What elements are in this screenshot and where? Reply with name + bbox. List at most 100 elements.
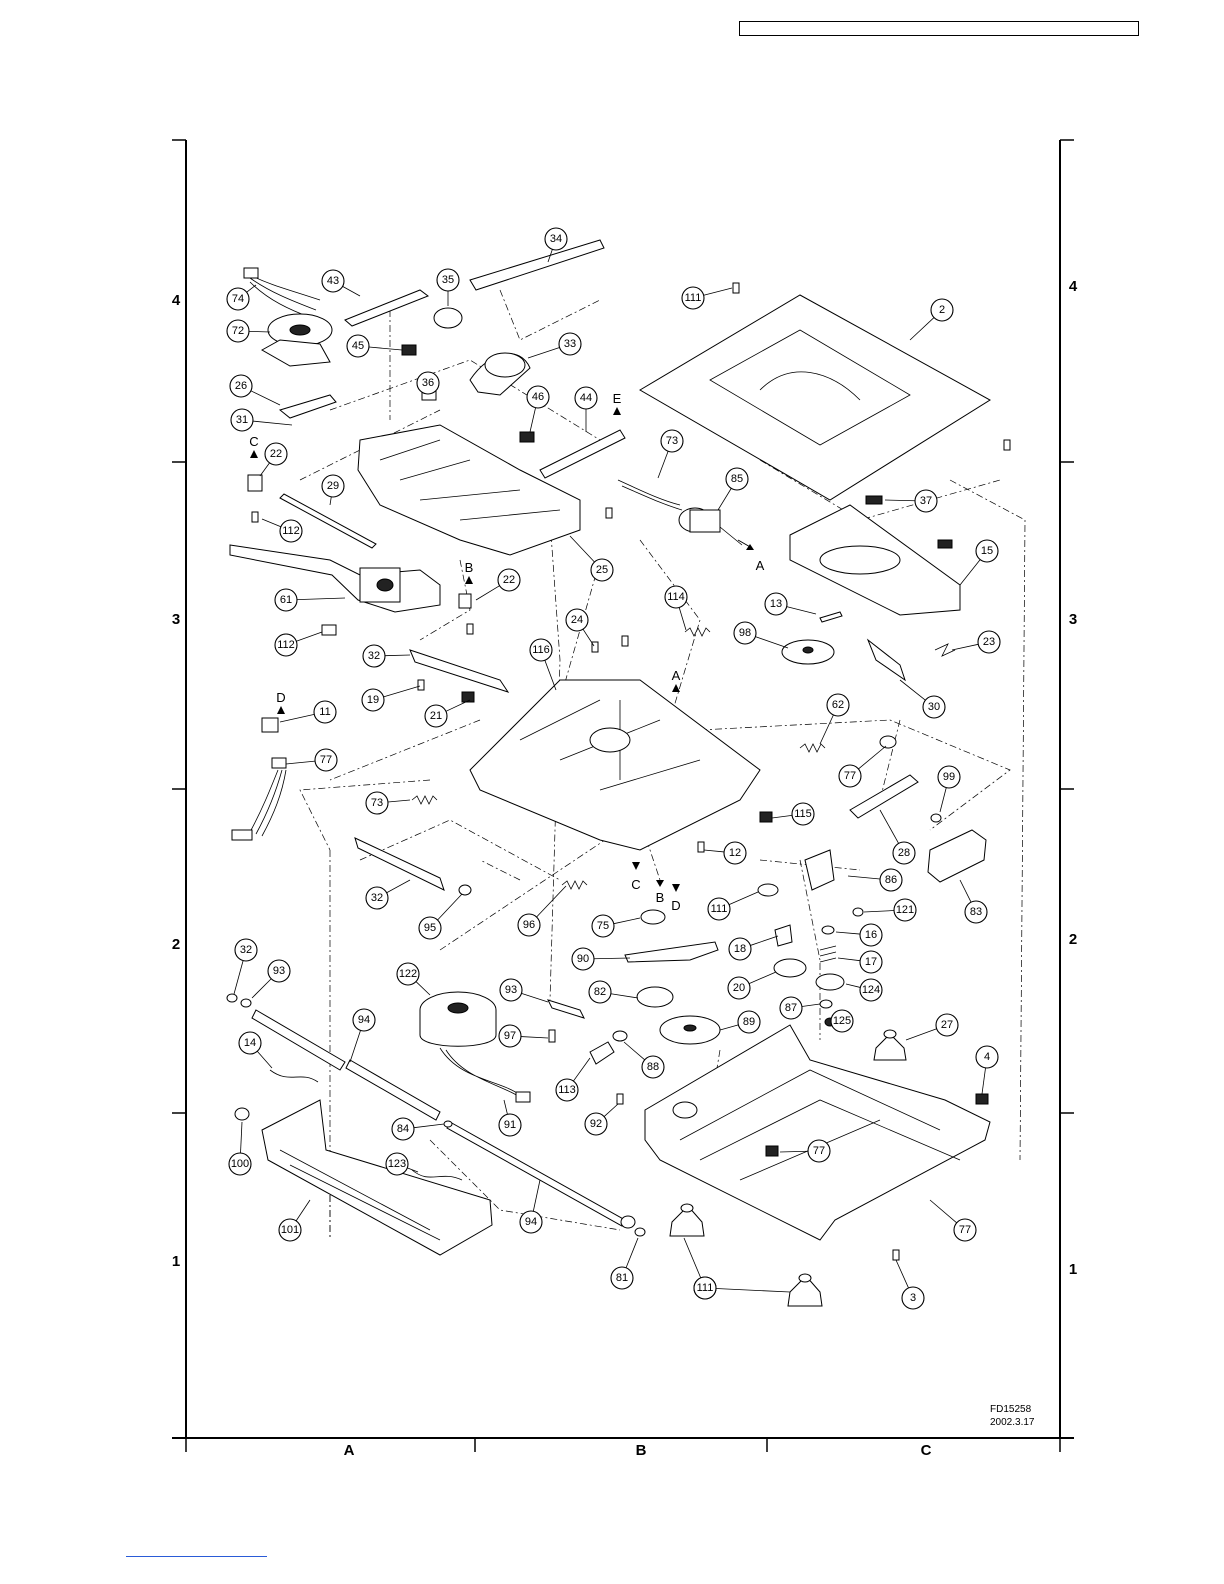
callout-111: 111 (693, 1276, 791, 1300)
callout-leader (296, 631, 323, 642)
callout-73: 73 (657, 429, 684, 479)
part-37b (937, 539, 953, 549)
spring-32-b (799, 743, 826, 753)
callout-leader (259, 462, 270, 477)
screw-111-b (1003, 439, 1011, 451)
callout-114: 114 (664, 585, 688, 631)
washer-125 (819, 999, 833, 1009)
callout-circle (558, 332, 582, 356)
callout-29: 29 (321, 474, 345, 506)
callout-leader (755, 636, 789, 649)
callout-leader (847, 875, 881, 880)
callout-number: 77 (320, 754, 332, 766)
washer-122 (240, 998, 252, 1008)
callout-leader (349, 1030, 361, 1063)
callout-circle (279, 519, 303, 543)
callout-circle (859, 923, 883, 947)
callout-leader (683, 1237, 702, 1279)
callout-number: 45 (352, 340, 364, 352)
callout-18: 18 (728, 935, 779, 961)
arrow-letter-d-bottom: D (671, 898, 680, 913)
spring-94-b (411, 1169, 463, 1181)
callout-121: 121 (863, 898, 917, 922)
callout-27: 27 (905, 1013, 959, 1041)
part-24 (321, 624, 337, 636)
callout-circle (588, 980, 612, 1004)
callout-number: 91 (504, 1119, 516, 1131)
callout-circle (314, 748, 338, 772)
callout-circle (226, 287, 250, 311)
callout-12: 12 (703, 841, 747, 865)
callout-leader (959, 879, 972, 903)
wire-harness-74 (249, 274, 321, 319)
callout-number: 94 (525, 1216, 537, 1228)
callout-leader (296, 597, 346, 601)
callout-leader (750, 935, 779, 946)
callout-number: 95 (424, 922, 436, 934)
callout-number: 111 (711, 903, 728, 915)
callout-number: 24 (571, 614, 583, 626)
callout-circle (901, 1286, 925, 1310)
callout-circle (352, 1008, 376, 1032)
callout-number: 89 (743, 1016, 755, 1028)
callout-94: 94 (349, 1008, 376, 1063)
callout-77: 77 (929, 1199, 977, 1242)
callout-circle (498, 1024, 522, 1048)
callout-88: 88 (623, 1041, 665, 1079)
callout-circle (436, 268, 460, 292)
arrow-letter-c-bottom: C (631, 877, 640, 892)
arrow-letters: A A B B C C D D E (249, 391, 764, 913)
callout-number: 113 (558, 1084, 576, 1096)
callout-19: 19 (361, 685, 421, 712)
callout-83: 83 (959, 879, 988, 924)
callout-number: 18 (734, 943, 746, 955)
callout-43: 43 (321, 269, 361, 297)
callout-circle (361, 688, 385, 712)
callout-leader (544, 660, 557, 691)
callout-113: 113 (555, 1057, 591, 1102)
screw-111-a (732, 282, 740, 294)
callout-circle (497, 568, 521, 592)
part-77-d (765, 1145, 779, 1157)
callout-95: 95 (418, 893, 463, 940)
callout-circle (610, 1266, 634, 1290)
callout-number: 33 (564, 338, 576, 350)
row-label-3-left: 3 (172, 611, 180, 628)
callout-96: 96 (517, 885, 567, 937)
callout-circle (935, 1013, 959, 1037)
callout-number: 61 (280, 594, 292, 606)
callout-leader (445, 699, 471, 712)
callout-16: 16 (835, 923, 883, 947)
callout-number: 32 (240, 944, 252, 956)
slider-44 (539, 429, 626, 479)
callout-17: 17 (837, 950, 883, 974)
part-62 (271, 757, 287, 769)
callout-87: 87 (779, 996, 821, 1020)
callout-circle (238, 1031, 262, 1055)
callout-98: 98 (733, 621, 789, 649)
callout-number: 62 (832, 699, 844, 711)
roller-100-a (251, 1009, 346, 1071)
callout-100: 100 (228, 1121, 252, 1176)
callout-number: 22 (270, 448, 282, 460)
callout-leader (386, 879, 411, 894)
callout-number: 28 (898, 847, 910, 859)
callout-124: 124 (845, 978, 883, 1002)
callout-number: 87 (785, 1002, 797, 1014)
washer-92 (612, 1030, 628, 1042)
callout-number: 96 (523, 919, 535, 931)
callout-leader (295, 1199, 311, 1222)
callout-leader (413, 1123, 445, 1129)
callout-number: 100 (231, 1158, 249, 1170)
callout-77: 77 (838, 745, 887, 788)
callout-leader (625, 1237, 639, 1268)
bracket-22-top (247, 474, 263, 492)
callout-circle (230, 408, 254, 432)
callout-circle (267, 959, 291, 983)
callout-circle (584, 1112, 608, 1136)
callout-circle (681, 286, 705, 310)
callout-number: 15 (981, 545, 993, 557)
callout-leader (573, 1057, 591, 1082)
callout-123: 123 (385, 1152, 419, 1176)
callout-circle (725, 467, 749, 491)
